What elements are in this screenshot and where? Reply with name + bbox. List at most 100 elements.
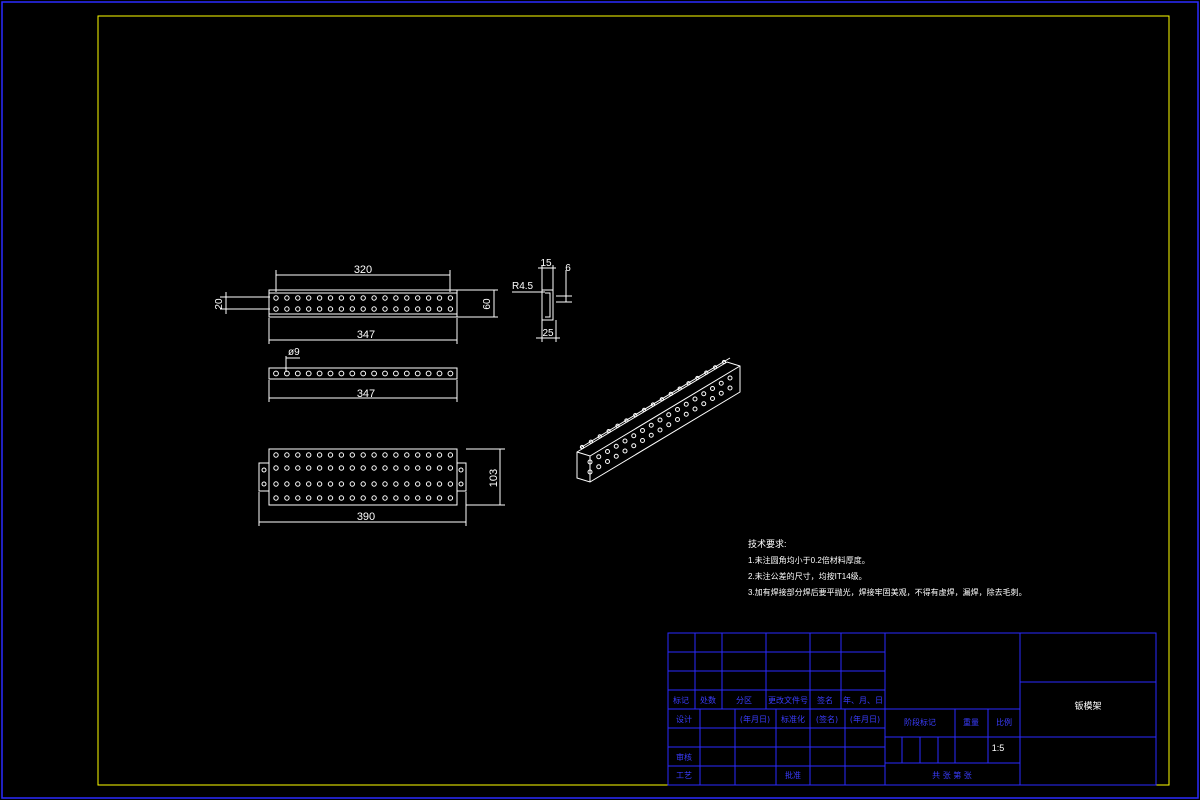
label-stage-mark: 阶段标记 bbox=[904, 717, 936, 727]
hole bbox=[393, 495, 399, 501]
hole bbox=[360, 465, 366, 471]
hole bbox=[371, 306, 377, 312]
middle-view bbox=[268, 356, 458, 402]
hole bbox=[701, 391, 707, 397]
hole bbox=[588, 439, 593, 444]
hole bbox=[327, 465, 334, 471]
tech-note-2: 2.未注公差的尺寸，均按IT14级。 bbox=[748, 571, 867, 581]
hole bbox=[648, 422, 654, 428]
hole bbox=[371, 495, 377, 501]
hole bbox=[447, 495, 454, 501]
hole bbox=[606, 428, 611, 434]
hole bbox=[447, 370, 454, 377]
hole bbox=[338, 481, 345, 487]
label-signature: (签名) bbox=[816, 714, 838, 724]
hole bbox=[393, 295, 399, 301]
hole bbox=[316, 295, 323, 301]
label-weight: 重量 bbox=[963, 717, 979, 727]
hole bbox=[414, 370, 421, 377]
hole bbox=[360, 295, 366, 301]
hole bbox=[425, 495, 432, 501]
side-view-profile bbox=[542, 289, 554, 321]
hole bbox=[605, 459, 610, 464]
hole bbox=[393, 370, 399, 377]
hole bbox=[666, 412, 672, 418]
hole bbox=[668, 391, 673, 396]
hole bbox=[447, 306, 454, 312]
label-sign-date-2: (年月日) bbox=[850, 714, 880, 724]
hole bbox=[587, 459, 593, 465]
hole bbox=[360, 306, 366, 312]
hole bbox=[273, 306, 279, 312]
hole bbox=[295, 495, 301, 501]
hole bbox=[642, 407, 647, 412]
hole bbox=[597, 434, 602, 439]
label-approve: 批准 bbox=[785, 770, 801, 780]
hole bbox=[436, 295, 443, 301]
hole bbox=[294, 370, 301, 377]
hole bbox=[713, 365, 718, 370]
hole bbox=[360, 495, 366, 501]
hole bbox=[622, 438, 628, 444]
hole bbox=[393, 306, 399, 312]
hole bbox=[371, 452, 377, 458]
hole bbox=[633, 413, 638, 418]
hole bbox=[360, 370, 367, 377]
hole bbox=[677, 386, 682, 391]
hole bbox=[273, 465, 279, 471]
hole bbox=[675, 407, 680, 412]
hole bbox=[415, 481, 421, 487]
hole bbox=[650, 402, 656, 407]
isometric-view bbox=[576, 357, 741, 483]
tech-notes-heading: 技术要求: bbox=[748, 538, 787, 549]
hole bbox=[382, 295, 388, 301]
hole bbox=[306, 465, 312, 471]
hole bbox=[349, 465, 355, 471]
hole bbox=[718, 390, 724, 396]
dim-320: 320 bbox=[354, 264, 372, 276]
hole bbox=[273, 295, 279, 301]
hole bbox=[415, 295, 421, 301]
hole bbox=[284, 465, 290, 471]
hole bbox=[360, 481, 366, 487]
dim-390: 390 bbox=[357, 511, 375, 523]
hole bbox=[447, 465, 454, 471]
hole bbox=[349, 306, 355, 312]
hole bbox=[338, 465, 345, 471]
hole bbox=[721, 359, 727, 365]
hole bbox=[596, 464, 602, 470]
hole bbox=[657, 417, 663, 423]
hole bbox=[425, 481, 432, 487]
dim-25: 25 bbox=[542, 328, 554, 339]
hole bbox=[371, 481, 377, 487]
hole bbox=[666, 422, 672, 428]
hole bbox=[327, 295, 334, 301]
hole bbox=[622, 448, 628, 454]
isometric-view-holes bbox=[579, 359, 733, 475]
hole bbox=[631, 443, 637, 449]
dim-60: 60 bbox=[482, 298, 493, 310]
hole bbox=[447, 452, 454, 458]
hole bbox=[640, 428, 645, 433]
tech-note-1: 1.未注圆角均小于0.2倍材料厚度。 bbox=[748, 555, 870, 565]
dim-6: 6 bbox=[565, 263, 571, 274]
hole bbox=[436, 306, 443, 312]
drawing-frame bbox=[97, 15, 1170, 786]
hole bbox=[615, 423, 620, 428]
hole bbox=[284, 370, 290, 377]
header-zone: 分区 bbox=[736, 696, 752, 705]
hole bbox=[447, 295, 454, 301]
hole bbox=[447, 481, 454, 487]
top-view-outline bbox=[268, 289, 458, 318]
hole bbox=[404, 452, 410, 458]
hole bbox=[624, 418, 629, 423]
hole bbox=[415, 306, 421, 312]
header-date: 年、月、日 bbox=[843, 695, 883, 705]
hole bbox=[284, 452, 290, 458]
hole bbox=[306, 452, 312, 458]
label-design: 设计 bbox=[676, 714, 692, 724]
scale-value: 1:5 bbox=[992, 743, 1005, 753]
hole bbox=[284, 481, 290, 487]
hole bbox=[683, 411, 689, 417]
